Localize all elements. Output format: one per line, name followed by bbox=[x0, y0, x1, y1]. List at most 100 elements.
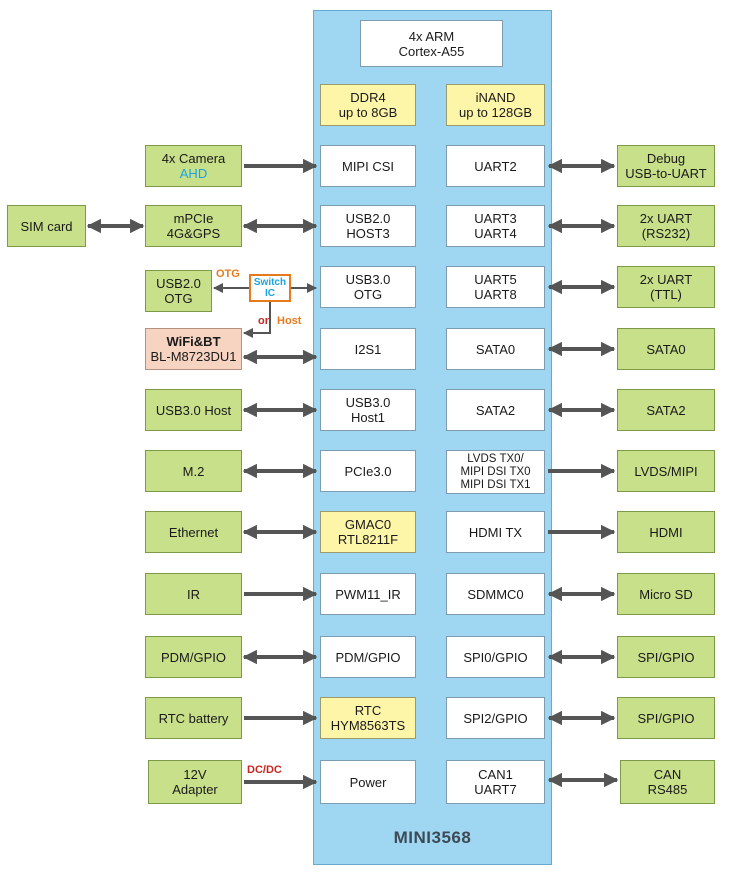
device-sim-card: SIM card bbox=[7, 205, 86, 247]
if-rtc-line-1: RTC bbox=[354, 703, 382, 718]
device-usb2-otg-line-1: USB2.0 bbox=[156, 276, 201, 291]
if-can1-uart7: CAN1 UART7 bbox=[446, 760, 545, 804]
device-sata2-label: SATA2 bbox=[646, 402, 686, 418]
if-usb2-host3-line-2: HOST3 bbox=[346, 226, 390, 241]
device-hdmi-label: HDMI bbox=[649, 524, 683, 540]
if-spi2-gpio: SPI2/GPIO bbox=[446, 697, 545, 739]
device-can-line-2: RS485 bbox=[647, 782, 688, 797]
if-rtc: RTC HYM8563TS bbox=[320, 697, 416, 739]
switch-ic: Switch IC bbox=[249, 274, 291, 302]
if-gmac0: GMAC0 RTL8211F bbox=[320, 511, 416, 553]
device-wifi-bt-line-1: WiFi&BT bbox=[166, 334, 221, 349]
otg-label: OTG bbox=[216, 268, 240, 280]
device-ttl-line-2: (TTL) bbox=[650, 287, 682, 302]
if-lvds-line-1: LVDS TX0/ bbox=[467, 452, 524, 465]
if-uart3-uart4-line-2: UART4 bbox=[474, 226, 517, 241]
if-usb3-host1: USB3.0 Host1 bbox=[320, 389, 416, 431]
device-sim-card-label: SIM card bbox=[20, 218, 73, 234]
if-usb3-host1-line-1: USB3.0 bbox=[345, 395, 391, 410]
device-mpcie: mPCIe 4G&GPS bbox=[145, 205, 242, 247]
if-usb3-otg-line-1: USB3.0 bbox=[345, 272, 391, 287]
if-gmac0-line-1: GMAC0 bbox=[344, 517, 392, 532]
inand-line-1: iNAND bbox=[475, 90, 516, 105]
device-usb2-otg-line-2: OTG bbox=[164, 291, 193, 306]
if-hdmi-tx: HDMI TX bbox=[446, 511, 545, 553]
device-lvds-mipi-label: LVDS/MIPI bbox=[634, 463, 698, 479]
if-lvds-line-2: MIPI DSI TX0 bbox=[460, 465, 531, 478]
if-uart3-uart4: UART3 UART4 bbox=[446, 205, 545, 247]
device-sata0-label: SATA0 bbox=[646, 341, 686, 357]
if-usb3-otg: USB3.0 OTG bbox=[320, 266, 416, 308]
ddr4-block: DDR4 up to 8GB bbox=[320, 84, 416, 126]
if-pdm-gpio-label: PDM/GPIO bbox=[335, 649, 401, 665]
if-power-label: Power bbox=[349, 774, 387, 790]
if-uart5-uart8: UART5 UART8 bbox=[446, 266, 545, 308]
cpu-block: 4x ARM Cortex-A55 bbox=[360, 20, 503, 67]
if-uart3-uart4-line-1: UART3 bbox=[474, 211, 517, 226]
device-spi-gpio-1: SPI/GPIO bbox=[617, 636, 715, 678]
device-12v-adapter-line-2: Adapter bbox=[172, 782, 218, 797]
if-rtc-line-2: HYM8563TS bbox=[330, 718, 406, 733]
switch-ic-line-2: IC bbox=[265, 288, 275, 299]
device-debug-uart: Debug USB-to-UART bbox=[617, 145, 715, 187]
if-hdmi-tx-label: HDMI TX bbox=[468, 524, 523, 540]
device-wifi-bt-line-2: BL-M8723DU1 bbox=[150, 349, 237, 364]
dcdc-label: DC/DC bbox=[247, 764, 282, 776]
device-lvds-mipi: LVDS/MIPI bbox=[617, 450, 715, 492]
device-usb3-host-label: USB3.0 Host bbox=[155, 402, 232, 418]
device-12v-adapter-line-1: 12V bbox=[183, 767, 207, 782]
device-uart-ttl: 2x UART (TTL) bbox=[617, 266, 715, 308]
if-i2s1: I2S1 bbox=[320, 328, 416, 370]
device-spi-gpio-2-label: SPI/GPIO bbox=[637, 710, 695, 726]
device-rtc-battery-label: RTC battery bbox=[158, 710, 229, 726]
if-sata0: SATA0 bbox=[446, 328, 545, 370]
if-pcie3: PCIe3.0 bbox=[320, 450, 416, 492]
if-spi0-gpio-label: SPI0/GPIO bbox=[463, 649, 528, 665]
device-camera: 4x Camera AHD bbox=[145, 145, 242, 187]
if-lvds-line-3: MIPI DSI TX1 bbox=[460, 478, 531, 491]
device-mpcie-line-2: 4G&GPS bbox=[166, 226, 221, 241]
device-debug-line-2: USB-to-UART bbox=[625, 166, 707, 181]
if-sdmmc0: SDMMC0 bbox=[446, 573, 545, 615]
board-name: MINI3568 bbox=[393, 828, 472, 847]
device-usb3-host: USB3.0 Host bbox=[145, 389, 242, 431]
device-spi-gpio-2: SPI/GPIO bbox=[617, 697, 715, 739]
if-can1-uart7-line-2: UART7 bbox=[474, 782, 517, 797]
device-wifi-bt: WiFi&BT BL-M8723DU1 bbox=[145, 328, 242, 370]
device-rtc-battery: RTC battery bbox=[145, 697, 242, 739]
if-gmac0-line-2: RTL8211F bbox=[337, 532, 399, 547]
switch-ic-line-1: Switch bbox=[253, 277, 287, 288]
if-pdm-gpio: PDM/GPIO bbox=[320, 636, 416, 678]
if-sata2-label: SATA2 bbox=[475, 402, 516, 418]
if-lvds-mipi-dsi: LVDS TX0/ MIPI DSI TX0 MIPI DSI TX1 bbox=[446, 450, 545, 494]
device-ttl-line-1: 2x UART bbox=[639, 272, 693, 287]
if-uart2-label: UART2 bbox=[474, 158, 517, 174]
device-ir: IR bbox=[145, 573, 242, 615]
if-usb2-host3: USB2.0 HOST3 bbox=[320, 205, 416, 247]
device-m2: M.2 bbox=[145, 450, 242, 492]
arrow-switch-wifi bbox=[243, 302, 271, 338]
device-spi-gpio-1-label: SPI/GPIO bbox=[637, 649, 695, 665]
if-sata0-label: SATA0 bbox=[475, 341, 516, 357]
inand-block: iNAND up to 128GB bbox=[446, 84, 545, 126]
device-12v-adapter: 12V Adapter bbox=[148, 760, 242, 804]
device-mpcie-line-1: mPCIe bbox=[173, 211, 214, 226]
cpu-line-1: 4x ARM bbox=[408, 28, 455, 44]
if-pwm11-ir: PWM11_IR bbox=[320, 573, 416, 615]
device-hdmi: HDMI bbox=[617, 511, 715, 553]
if-uart5-uart8-line-1: UART5 bbox=[474, 272, 517, 287]
device-pdm-gpio-label: PDM/GPIO bbox=[160, 649, 226, 665]
device-can-line-1: CAN bbox=[653, 767, 682, 782]
if-can1-uart7-line-1: CAN1 bbox=[478, 767, 513, 782]
inand-line-2: up to 128GB bbox=[459, 105, 532, 120]
device-m2-label: M.2 bbox=[182, 463, 205, 479]
if-pcie3-label: PCIe3.0 bbox=[344, 463, 392, 479]
if-mipi-csi-label: MIPI CSI bbox=[341, 158, 394, 174]
if-spi0-gpio: SPI0/GPIO bbox=[446, 636, 545, 678]
if-sata2: SATA2 bbox=[446, 389, 545, 431]
device-sata2: SATA2 bbox=[617, 389, 715, 431]
device-ethernet-label: Ethernet bbox=[168, 524, 219, 540]
device-micro-sd: Micro SD bbox=[617, 573, 715, 615]
ddr4-line-1: DDR4 bbox=[350, 90, 386, 105]
device-micro-sd-label: Micro SD bbox=[639, 586, 693, 602]
